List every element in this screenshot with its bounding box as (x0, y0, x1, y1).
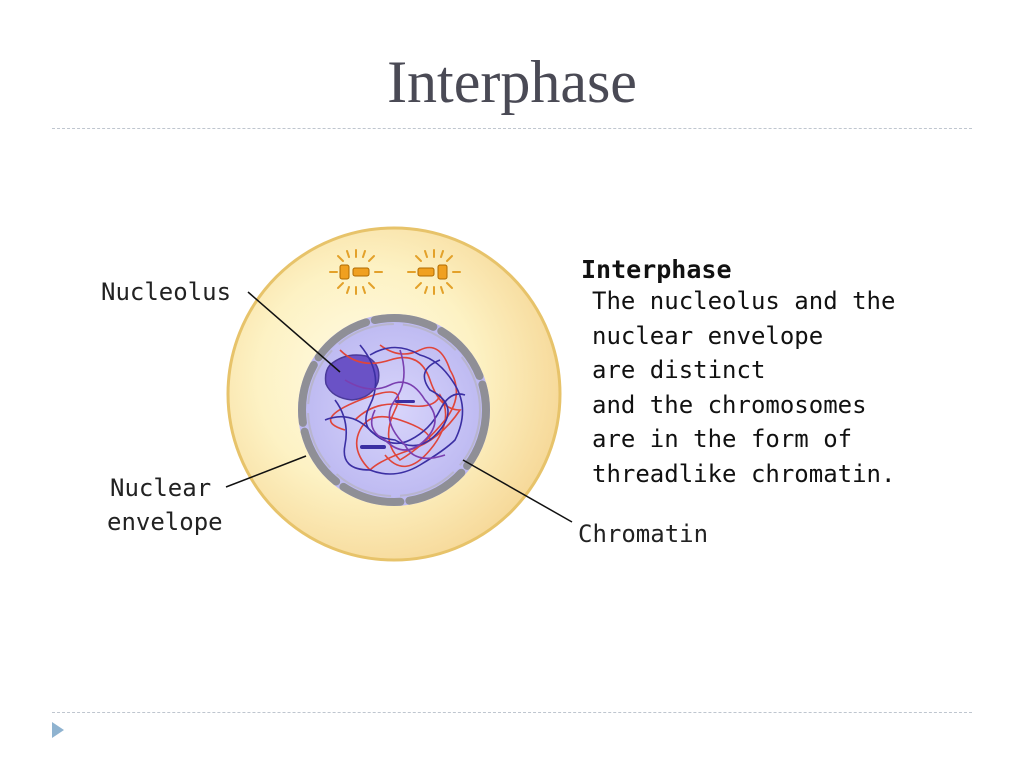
description-line: are distinct (592, 356, 766, 384)
nucleolus-label: Nucleolus (101, 278, 232, 306)
footer-divider (52, 712, 972, 713)
nuclear-envelope-label-line1: Nuclear (110, 474, 212, 502)
page-title: Interphase (387, 49, 637, 115)
centriole-right (407, 249, 461, 295)
nuclear-envelope-leader-line (225, 455, 307, 488)
nuclear-envelope (298, 314, 490, 506)
triangle-right-icon[interactable] (52, 722, 64, 738)
description-line: The nucleolus and the (592, 287, 896, 315)
description-line: nuclear envelope (592, 321, 824, 350)
centriole-left (329, 249, 383, 295)
title-divider (52, 128, 972, 129)
description-line: and the chromosomes (592, 390, 867, 419)
nuclear-envelope-label-line2: envelope (107, 508, 223, 536)
chromatin-leader-line (462, 459, 573, 523)
chromatin-knots (360, 400, 415, 449)
description-line: threadlike chromatin. (592, 459, 896, 488)
description-line: are in the form of (592, 425, 853, 453)
description-heading: Interphase (581, 255, 732, 284)
nucleolus-leader-line (247, 291, 341, 373)
chromatin-label: Chromatin (578, 520, 709, 548)
description-block: Interphase The nucleolus and the nuclear… (581, 256, 895, 491)
chromatin-threads (324, 344, 466, 475)
